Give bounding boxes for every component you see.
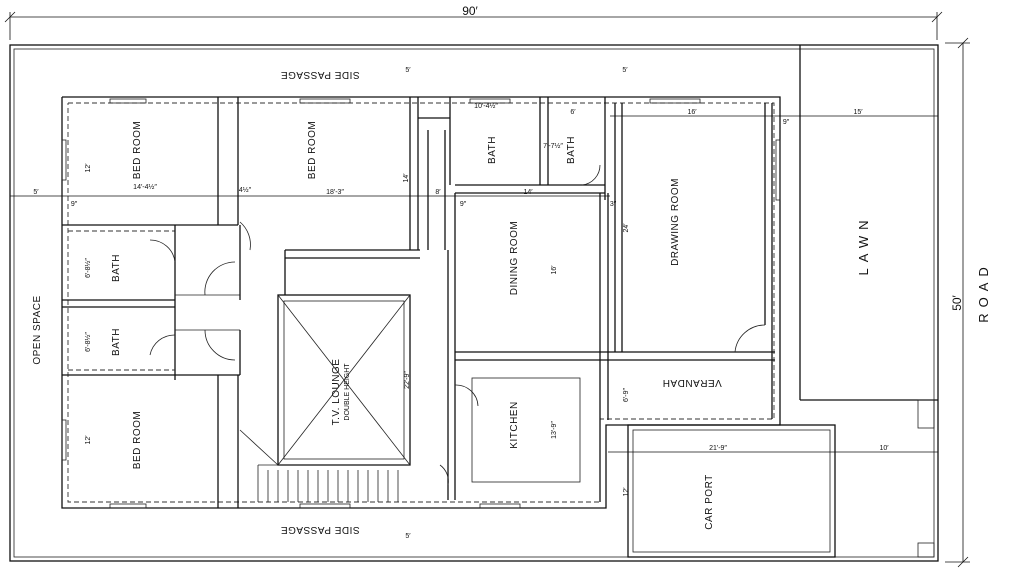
car-port-label: CAR PORT bbox=[704, 474, 715, 530]
staircase bbox=[239, 429, 410, 502]
dim-passage-top: 5′ bbox=[405, 67, 411, 74]
bed-room-1-label: BED ROOM bbox=[132, 121, 143, 179]
plot-boundary bbox=[9, 44, 939, 562]
dim-dining-depth: 16′ bbox=[551, 265, 558, 275]
plot-boundary-inner bbox=[13, 48, 935, 558]
dim-wall-4: 4½″ bbox=[239, 186, 252, 194]
dim-lawn-width: 15′ bbox=[853, 109, 863, 116]
interior-walls bbox=[62, 45, 938, 558]
road-label: ROAD bbox=[976, 261, 991, 323]
lawn-label: LAWN bbox=[856, 214, 871, 275]
kitchen-label: KITCHEN bbox=[509, 401, 520, 448]
dim-wall-3: 3″ bbox=[610, 201, 617, 208]
dim-left-depth-2: 12′ bbox=[85, 435, 92, 445]
dim-8: 8′ bbox=[435, 189, 441, 196]
tv-lounge-label: T.V. LOUNGE bbox=[331, 359, 342, 426]
dim-bath-top-b: 6′ bbox=[570, 109, 576, 116]
bath-4-label: BATH bbox=[566, 136, 577, 164]
bath-2-label: BATH bbox=[111, 328, 122, 356]
side-passage-top-label: SIDE PASSAGE bbox=[280, 69, 359, 80]
dim-bath-top-a: 10′-4½″ bbox=[474, 102, 498, 110]
overall-width-label: 90′ bbox=[462, 4, 478, 18]
dim-drawing-depth: 24′ bbox=[623, 223, 630, 233]
verandah-label: VERANDAH bbox=[662, 377, 722, 388]
dim-carport-depth: 12′ bbox=[623, 487, 630, 497]
dim-5: 5′ bbox=[622, 67, 628, 74]
dim-kitchen-depth: 13′-9″ bbox=[551, 421, 558, 439]
dim-bath-1: 6′-8½″ bbox=[84, 258, 92, 278]
dim-verandah-depth: 6′-9″ bbox=[623, 388, 630, 402]
dim-wall-9-lawn: 9″ bbox=[783, 119, 790, 126]
dining-room-label: DINING ROOM bbox=[509, 221, 520, 295]
dim-open-space: 5′ bbox=[33, 189, 39, 196]
dim-wall-9-dining: 9″ bbox=[460, 201, 467, 208]
overall-depth-dimension: 50′ bbox=[945, 37, 970, 568]
dim-drawing-width: 16′ bbox=[687, 109, 697, 116]
horizontal-dimension-chain bbox=[10, 115, 938, 453]
dim-front-setback: 10′ bbox=[879, 445, 889, 452]
drawing-room-label: DRAWING ROOM bbox=[670, 178, 681, 266]
open-space-label: OPEN SPACE bbox=[32, 295, 43, 364]
dim-passage-bottom: 5′ bbox=[405, 533, 411, 540]
overall-depth-label: 50′ bbox=[950, 294, 964, 310]
door-swings bbox=[149, 164, 766, 486]
bath-3-label: BATH bbox=[487, 136, 498, 164]
side-passage-bottom-label: SIDE PASSAGE bbox=[280, 524, 359, 535]
house-outer-walls bbox=[61, 96, 781, 509]
dim-dining-width: 14′ bbox=[523, 189, 533, 196]
bed-room-2-label: BED ROOM bbox=[307, 121, 318, 179]
dim-lounge: 22′-9″ bbox=[404, 371, 411, 389]
double-height-void bbox=[277, 294, 411, 466]
dim-bed-room-2-width: 18′-3″ bbox=[326, 189, 344, 196]
dim-bed-room-1-width: 14′-4½″ bbox=[133, 183, 157, 191]
dim-wall-9-left: 9″ bbox=[71, 201, 78, 208]
dim-bath-2: 6′-8½″ bbox=[84, 332, 92, 352]
dim-14: 14′ bbox=[403, 173, 410, 183]
dimension-labels: 14′-4½″ 18′-3″ 12′ 12′ 6′-8½″ 6′-8½″ 14′… bbox=[33, 67, 889, 540]
dim-carport-width: 21′-9″ bbox=[709, 445, 727, 452]
double-height-label: DOUBLE HEIGHT bbox=[344, 363, 351, 421]
dim-left-depth-1: 12′ bbox=[85, 163, 92, 173]
window-marks bbox=[61, 98, 781, 509]
bath-1-label: BATH bbox=[111, 254, 122, 282]
overall-width-dimension: 90′ bbox=[4, 4, 943, 40]
bed-room-3-label: BED ROOM bbox=[132, 411, 143, 469]
dim-bath-top-c: 7′-7½″ bbox=[543, 142, 563, 150]
